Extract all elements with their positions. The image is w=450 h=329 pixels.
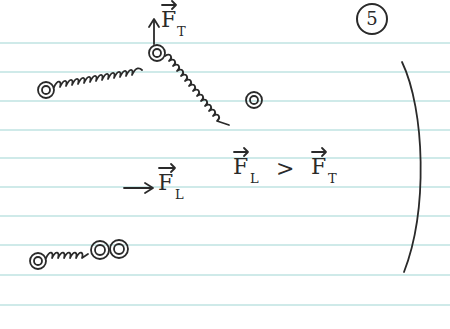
ball [34, 257, 42, 265]
bracket [402, 62, 421, 272]
arrow-head [149, 19, 159, 27]
subscript: L [250, 172, 259, 185]
ball [246, 92, 262, 108]
ball [42, 86, 50, 94]
comparison-sign: > [276, 158, 294, 180]
ball [110, 240, 128, 258]
ball [38, 82, 54, 98]
force-letter: F [311, 156, 326, 178]
subscript: L [175, 188, 184, 201]
spring [165, 55, 229, 125]
ball [153, 49, 161, 57]
ball [91, 241, 109, 259]
number-text: 5 [366, 10, 377, 28]
vector-mark [312, 148, 326, 156]
ball [250, 96, 258, 104]
ball [149, 45, 165, 61]
force-letter: F [233, 156, 248, 178]
ball [114, 244, 124, 254]
ball [95, 245, 105, 255]
arrow-head [145, 183, 153, 193]
subscript: T [328, 172, 337, 185]
ball [30, 253, 46, 269]
force-letter: F [158, 172, 173, 194]
subscript: T [177, 25, 186, 38]
force-arrow [124, 187, 152, 189]
circled-number: 5 [356, 3, 388, 35]
vector-mark [159, 164, 175, 172]
ruled-lines [0, 43, 450, 305]
spring [46, 253, 88, 258]
vector-mark [162, 1, 176, 9]
force-arrow [153, 20, 155, 44]
spring [54, 68, 142, 87]
vector-mark [234, 148, 248, 156]
force-letter: F [161, 9, 176, 31]
